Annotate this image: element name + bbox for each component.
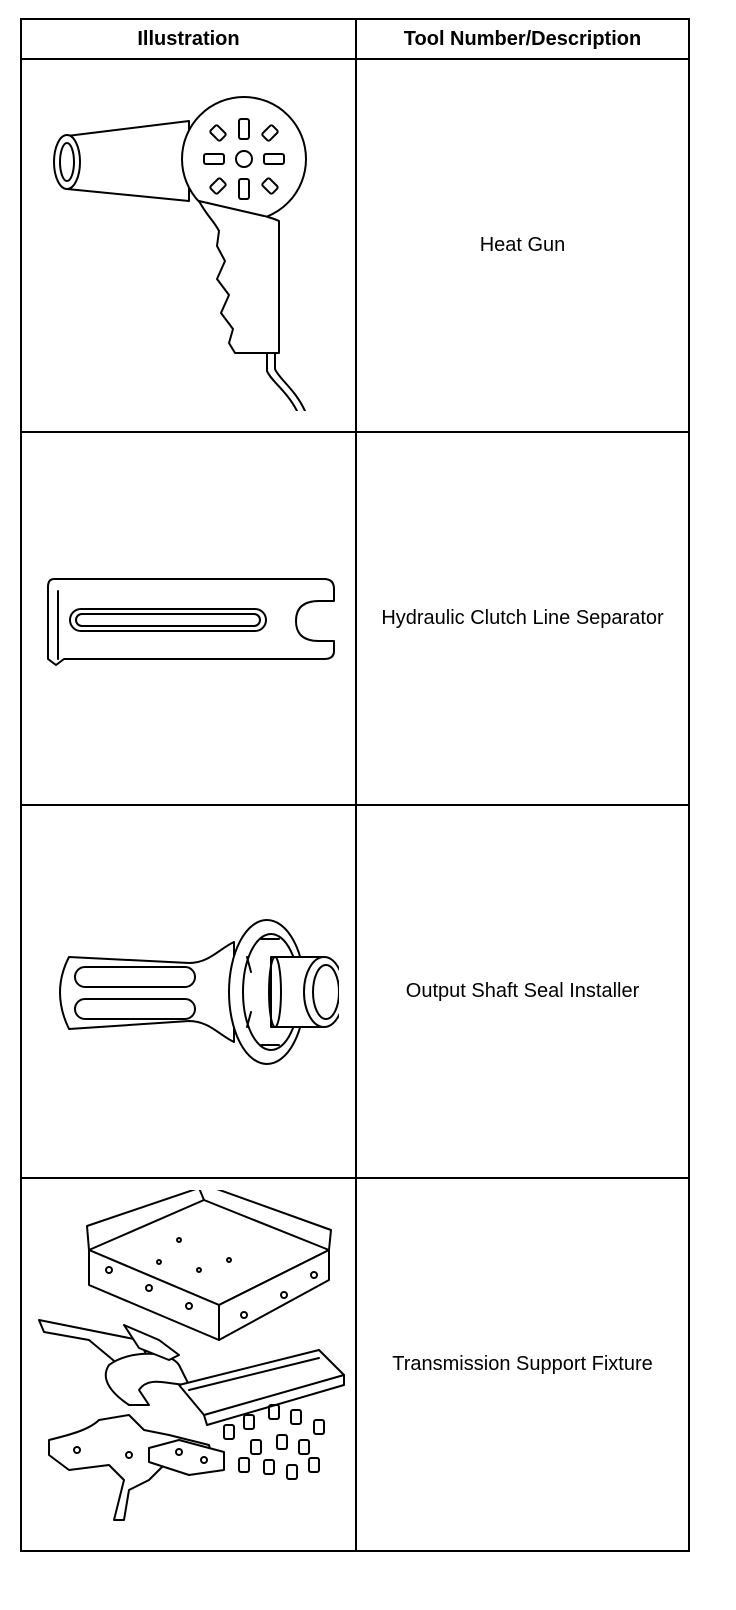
special-tools-table: Illustration Tool Number/Description [20,18,690,1552]
tool-description: Heat Gun [355,58,690,433]
tool-description: Transmission Support Fixture [355,1177,690,1552]
illustration-cell [20,1177,357,1552]
table-row: Heat Gun [20,58,690,433]
table-header-row: Illustration Tool Number/Description [20,18,690,60]
heat-gun-icon [52,95,307,411]
header-tool-description: Tool Number/Description [355,18,690,60]
table-row: Transmission Support Fixture [20,1177,690,1552]
transmission-support-fixture-icon [37,1189,345,1521]
hydraulic-clutch-line-separator-icon [46,577,335,666]
illustration-cell [20,58,357,433]
illustration-cell [20,431,357,806]
output-shaft-seal-installer-icon [58,918,339,1065]
header-illustration: Illustration [20,18,357,60]
tool-description: Output Shaft Seal Installer [355,804,690,1179]
table-row: Hydraulic Clutch Line Separator [20,431,690,806]
table-row: Output Shaft Seal Installer [20,804,690,1179]
tool-description: Hydraulic Clutch Line Separator [355,431,690,806]
illustration-cell [20,804,357,1179]
